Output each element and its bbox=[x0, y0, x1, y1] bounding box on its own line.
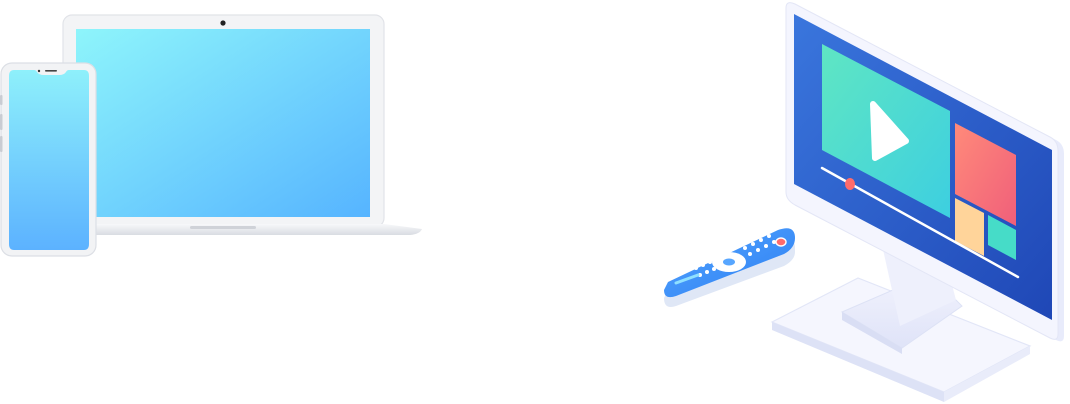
phone-screen bbox=[9, 70, 89, 250]
side-tile-bottom-left bbox=[955, 198, 984, 256]
phone-front-camera-icon bbox=[37, 69, 41, 73]
notch-icon bbox=[45, 70, 57, 72]
laptop-trackpad-notch bbox=[190, 226, 256, 229]
dpad-center-button[interactable] bbox=[723, 258, 735, 266]
remote-indicator-strip bbox=[674, 273, 700, 285]
progress-track[interactable] bbox=[820, 166, 1020, 279]
side-tile-top bbox=[955, 123, 1016, 226]
number-buttons[interactable] bbox=[738, 228, 776, 256]
phone-side-button bbox=[0, 136, 3, 152]
remote-control bbox=[664, 228, 795, 307]
laptop-screen bbox=[76, 29, 370, 217]
laptop-phone-illustration bbox=[0, 14, 422, 257]
monitor bbox=[785, 2, 1064, 342]
laptop bbox=[62, 14, 422, 235]
side-tile-bottom-right bbox=[988, 215, 1016, 260]
phone bbox=[0, 62, 97, 257]
phone-side-button bbox=[0, 114, 3, 130]
laptop-base bbox=[88, 224, 422, 235]
monitor-remote-illustration bbox=[664, 2, 1064, 402]
camera-icon bbox=[220, 20, 226, 26]
phone-side-button bbox=[0, 95, 3, 105]
power-button[interactable] bbox=[775, 237, 787, 247]
play-icon bbox=[870, 101, 909, 161]
progress-handle[interactable] bbox=[845, 178, 855, 190]
